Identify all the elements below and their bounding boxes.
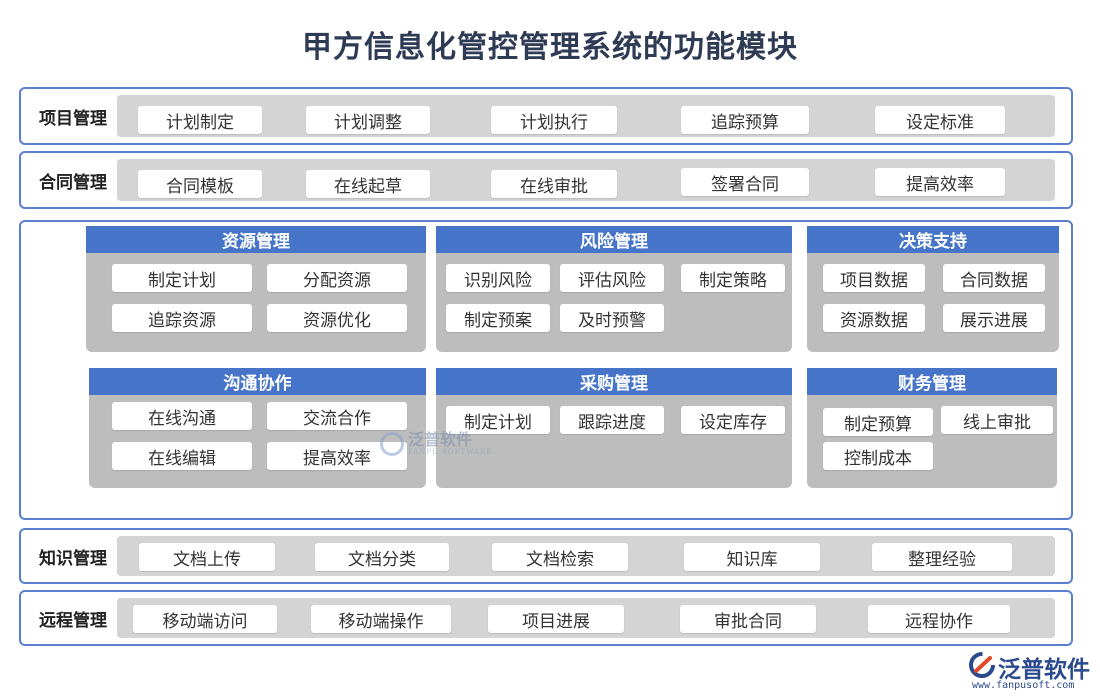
module-panels-container: 资源管理 制定计划 分配资源 追踪资源 资源优化 风险管理 识别风险 评估风险 … xyxy=(19,220,1073,520)
item-project-progress: 项目进展 xyxy=(488,605,624,633)
item-define-contingency: 制定预案 xyxy=(446,304,550,332)
item-show-progress: 展示进展 xyxy=(943,304,1045,332)
item-define-strategy: 制定策略 xyxy=(681,264,785,292)
watermark-name: 泛普软件 xyxy=(408,430,473,449)
item-purchase-plan: 制定计划 xyxy=(446,406,550,434)
item-mobile-access: 移动端访问 xyxy=(133,605,277,633)
item-contract-template: 合同模板 xyxy=(138,170,262,198)
panel-title-finance: 财务管理 xyxy=(807,368,1057,395)
panel-finance-management: 财务管理 制定预算 线上审批 控制成本 xyxy=(807,368,1057,488)
item-remote-collab: 远程协作 xyxy=(868,605,1010,633)
watermark-logo-icon xyxy=(380,432,404,456)
item-sign-contract: 签署合同 xyxy=(681,168,809,196)
item-set-standard: 设定标准 xyxy=(875,106,1005,134)
item-upload-doc: 文档上传 xyxy=(139,543,275,571)
item-approve-contract: 审批合同 xyxy=(680,605,816,633)
item-plan-execute: 计划执行 xyxy=(491,106,617,134)
item-allocate-resource: 分配资源 xyxy=(267,264,407,292)
project-management-row: 项目管理 计划制定 计划调整 计划执行 追踪预算 设定标准 xyxy=(19,87,1073,145)
item-organize-experience: 整理经验 xyxy=(872,543,1012,571)
item-assess-risk: 评估风险 xyxy=(560,264,664,292)
item-optimize-resource: 资源优化 xyxy=(267,304,407,332)
row-label-remote: 远程管理 xyxy=(39,610,107,631)
brand-logo-icon xyxy=(969,652,995,678)
row-label-project: 项目管理 xyxy=(39,108,107,129)
item-online-approval: 线上审批 xyxy=(941,406,1053,434)
panel-communication: 沟通协作 在线沟通 交流合作 在线编辑 提高效率 xyxy=(89,368,426,488)
item-online-draft: 在线起草 xyxy=(306,170,430,198)
panel-title-decision: 决策支持 xyxy=(807,226,1059,253)
panel-title-risk: 风险管理 xyxy=(436,226,792,253)
item-set-inventory: 设定库存 xyxy=(681,406,785,434)
panel-title-purchase: 采购管理 xyxy=(436,368,792,395)
panel-risk-management: 风险管理 识别风险 评估风险 制定策略 制定预案 及时预警 xyxy=(436,226,792,352)
brand-url: www.fanpusoft.com xyxy=(972,680,1075,691)
item-define-budget: 制定预算 xyxy=(823,408,933,436)
item-contract-data: 合同数据 xyxy=(943,264,1045,292)
remote-management-row: 远程管理 移动端访问 移动端操作 项目进展 审批合同 远程协作 xyxy=(19,590,1073,646)
item-online-edit: 在线编辑 xyxy=(112,442,252,470)
row-strip-contract: 合同模板 在线起草 在线审批 签署合同 提高效率 xyxy=(117,159,1055,201)
item-knowledge-base: 知识库 xyxy=(684,543,820,571)
row-strip-knowledge: 文档上传 文档分类 文档检索 知识库 整理经验 xyxy=(117,536,1055,576)
watermark-sub: FANPU SOFTWARE xyxy=(408,448,493,456)
row-strip-remote: 移动端访问 移动端操作 项目进展 审批合同 远程协作 xyxy=(117,598,1055,638)
item-identify-risk: 识别风险 xyxy=(446,264,550,292)
knowledge-management-row: 知识管理 文档上传 文档分类 文档检索 知识库 整理经验 xyxy=(19,528,1073,584)
panel-title-communication: 沟通协作 xyxy=(89,368,426,395)
row-label-knowledge: 知识管理 xyxy=(39,548,107,569)
item-control-cost: 控制成本 xyxy=(823,442,933,470)
item-plan-adjust: 计划调整 xyxy=(306,106,430,134)
item-classify-doc: 文档分类 xyxy=(315,543,449,571)
brand-logo: 泛普软件 www.fanpusoft.com xyxy=(968,648,1096,694)
item-resource-plan: 制定计划 xyxy=(112,264,252,292)
item-track-resource: 追踪资源 xyxy=(112,304,252,332)
row-strip-project: 计划制定 计划调整 计划执行 追踪预算 设定标准 xyxy=(117,95,1055,137)
item-mobile-operate: 移动端操作 xyxy=(311,605,451,633)
contract-management-row: 合同管理 合同模板 在线起草 在线审批 签署合同 提高效率 xyxy=(19,151,1073,209)
item-resource-data: 资源数据 xyxy=(823,304,925,332)
item-online-approve: 在线审批 xyxy=(491,170,617,198)
item-track-budget: 追踪预算 xyxy=(681,106,809,134)
item-plan-define: 计划制定 xyxy=(138,106,262,134)
brand-name: 泛普软件 xyxy=(998,657,1090,683)
panel-title-resource: 资源管理 xyxy=(86,226,426,253)
watermark: 泛普软件 FANPU SOFTWARE xyxy=(380,432,492,456)
item-improve-efficiency: 提高效率 xyxy=(875,168,1005,196)
item-timely-warning: 及时预警 xyxy=(560,304,664,332)
item-project-data: 项目数据 xyxy=(823,264,925,292)
item-online-chat: 在线沟通 xyxy=(112,402,252,430)
panel-resource-management: 资源管理 制定计划 分配资源 追踪资源 资源优化 xyxy=(86,226,426,352)
item-track-progress: 跟踪进度 xyxy=(560,406,664,434)
item-search-doc: 文档检索 xyxy=(492,543,628,571)
item-exchange-cooperate: 交流合作 xyxy=(267,402,407,430)
panel-decision-support: 决策支持 项目数据 合同数据 资源数据 展示进展 xyxy=(807,226,1059,352)
panel-purchase-management: 采购管理 制定计划 跟踪进度 设定库存 xyxy=(436,368,792,488)
page-title: 甲方信息化管控管理系统的功能模块 xyxy=(302,30,798,65)
row-label-contract: 合同管理 xyxy=(39,172,107,193)
